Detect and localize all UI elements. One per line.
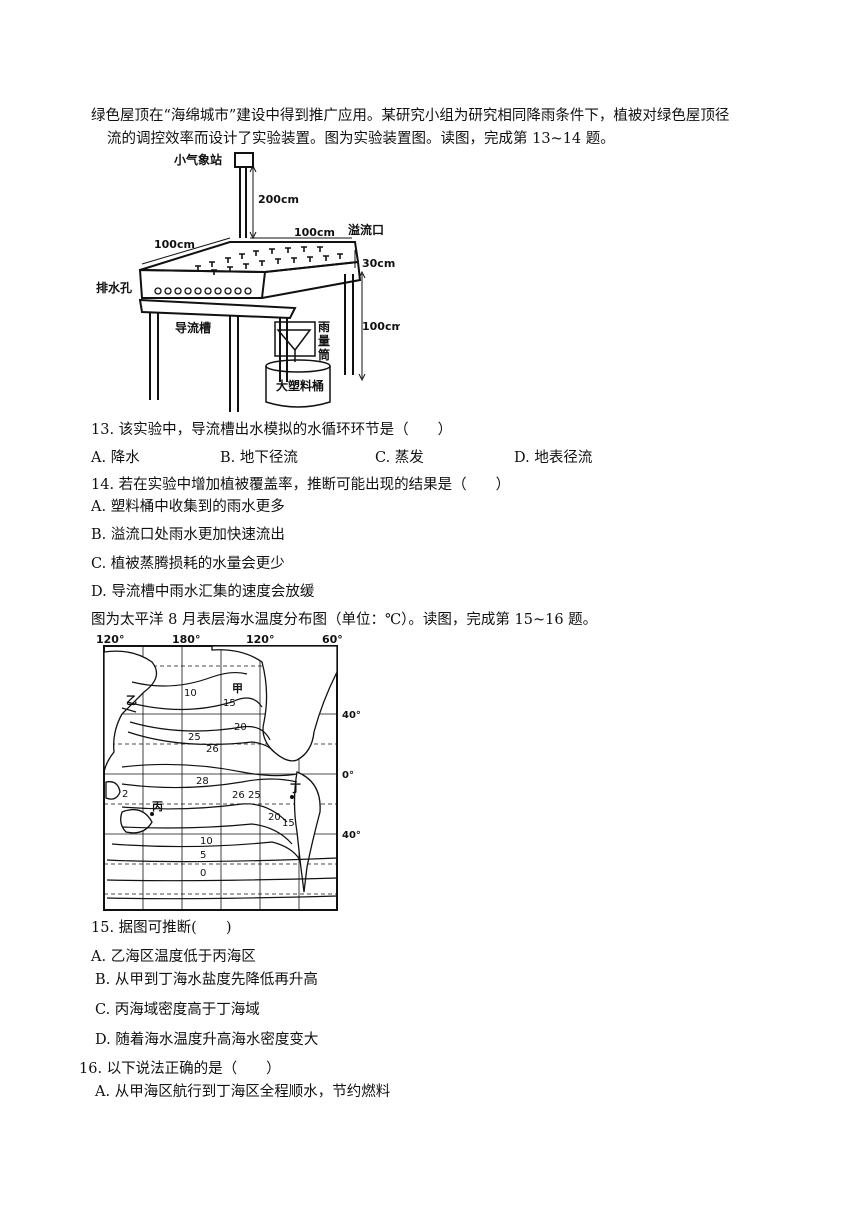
isotherm-20-south: 20: [268, 812, 281, 823]
q16-option-a: A. 从甲海区航行到丁海区全程顺水，节约燃料: [95, 1084, 391, 1100]
q13-option-a: A. 降水: [91, 450, 140, 466]
isotherm-10-south: 10: [200, 836, 213, 847]
isotherm-5-south: 5: [200, 850, 206, 861]
isotherm-15-north: 15: [223, 698, 236, 709]
isotherm-26-north: 26: [206, 744, 219, 755]
lat-label-40n: 40°: [342, 710, 361, 721]
lat-label-40s: 40°: [342, 830, 361, 841]
label-100cm-left: 100cm: [154, 238, 195, 251]
q13-stem: 13. 该实验中，导流槽出水模拟的水循环环节是（ ）: [91, 422, 453, 438]
q13-option-c: C. 蒸发: [375, 450, 424, 466]
isotherm-20-north: 20: [234, 722, 247, 733]
lat-label-0: 0°: [342, 770, 354, 781]
q15-stem: 15. 据图可推断( ): [91, 920, 232, 936]
label-big-bucket: 大塑料桶: [276, 378, 324, 393]
isotherm-0-south: 0: [200, 868, 206, 879]
q16-stem: 16. 以下说法正确的是（ ）: [79, 1061, 281, 1077]
q13-option-d: D. 地表径流: [514, 450, 593, 466]
isotherm-26-south: 26: [232, 790, 245, 801]
intro-line-1: 绿色屋顶在“海绵城市”建设中得到推广应用。某研究小组为研究相同降雨条件下，植被对…: [91, 108, 730, 124]
q14-option-d: D. 导流槽中雨水汇集的速度会放缓: [91, 584, 315, 600]
q14-option-a: A. 塑料桶中收集到的雨水更多: [91, 499, 285, 515]
intro-2: 图为太平洋 8 月表层海水温度分布图（单位：℃）。读图，完成第 15~16 题。: [91, 612, 598, 628]
region-label-jia: 甲: [232, 682, 243, 695]
region-label-yi: 乙: [126, 694, 137, 707]
q15-option-d: D. 随着海水温度升高海水密度变大: [95, 1032, 319, 1048]
q14-option-b: B. 溢流口处雨水更加快速流出: [91, 527, 285, 543]
label-rain-gauge: 雨量筒: [318, 320, 331, 362]
region-label-bing: 丙: [152, 800, 163, 813]
isotherm-15-south: 15: [282, 818, 295, 829]
isotherm-25-north: 25: [188, 732, 201, 743]
q13-option-b: B. 地下径流: [220, 450, 298, 466]
isotherm-2: 2: [122, 789, 128, 800]
q15-option-a: A. 乙海区温度低于丙海区: [91, 949, 256, 965]
lon-label-2: 180°: [172, 633, 200, 646]
isotherm-25-south: 25: [248, 790, 261, 801]
label-30cm: 30cm: [362, 257, 395, 270]
label-200cm: 200cm: [258, 193, 299, 206]
region-label-ding: 丁: [290, 782, 301, 795]
q14-stem: 14. 若在实验中增加植被覆盖率，推断可能出现的结果是（ ）: [91, 477, 511, 493]
q15-option-b: B. 从甲到丁海水盐度先降低再升高: [95, 972, 318, 988]
label-drain-hole: 排水孔: [96, 280, 132, 295]
label-overflow-outlet: 溢流口: [348, 222, 384, 237]
pacific-sst-map: 120° 180° 120° 60°: [92, 632, 367, 917]
intro-line-2: 流的调控效率而设计了实验装置。图为实验装置图。读图，完成第 13~14 题。: [107, 131, 615, 147]
lon-label-4: 60°: [322, 633, 343, 646]
isotherm-28: 28: [196, 776, 209, 787]
q15-option-c: C. 丙海域密度高于丁海域: [95, 1002, 260, 1018]
label-weather-station: 小气象站: [174, 152, 222, 167]
isotherm-10-north: 10: [184, 688, 197, 699]
label-guide-channel: 导流槽: [175, 320, 211, 335]
experiment-apparatus-figure: 小气象站 200cm 100cm 100cm 溢流口 30cm 排水孔 导流槽 …: [90, 150, 400, 415]
lon-label-3: 120°: [246, 633, 274, 646]
label-100cm-top: 100cm: [294, 226, 335, 239]
q14-option-c: C. 植被蒸腾损耗的水量会更少: [91, 556, 285, 572]
label-100cm-height: 100cm: [362, 320, 400, 333]
lon-label-1: 120°: [96, 633, 124, 646]
